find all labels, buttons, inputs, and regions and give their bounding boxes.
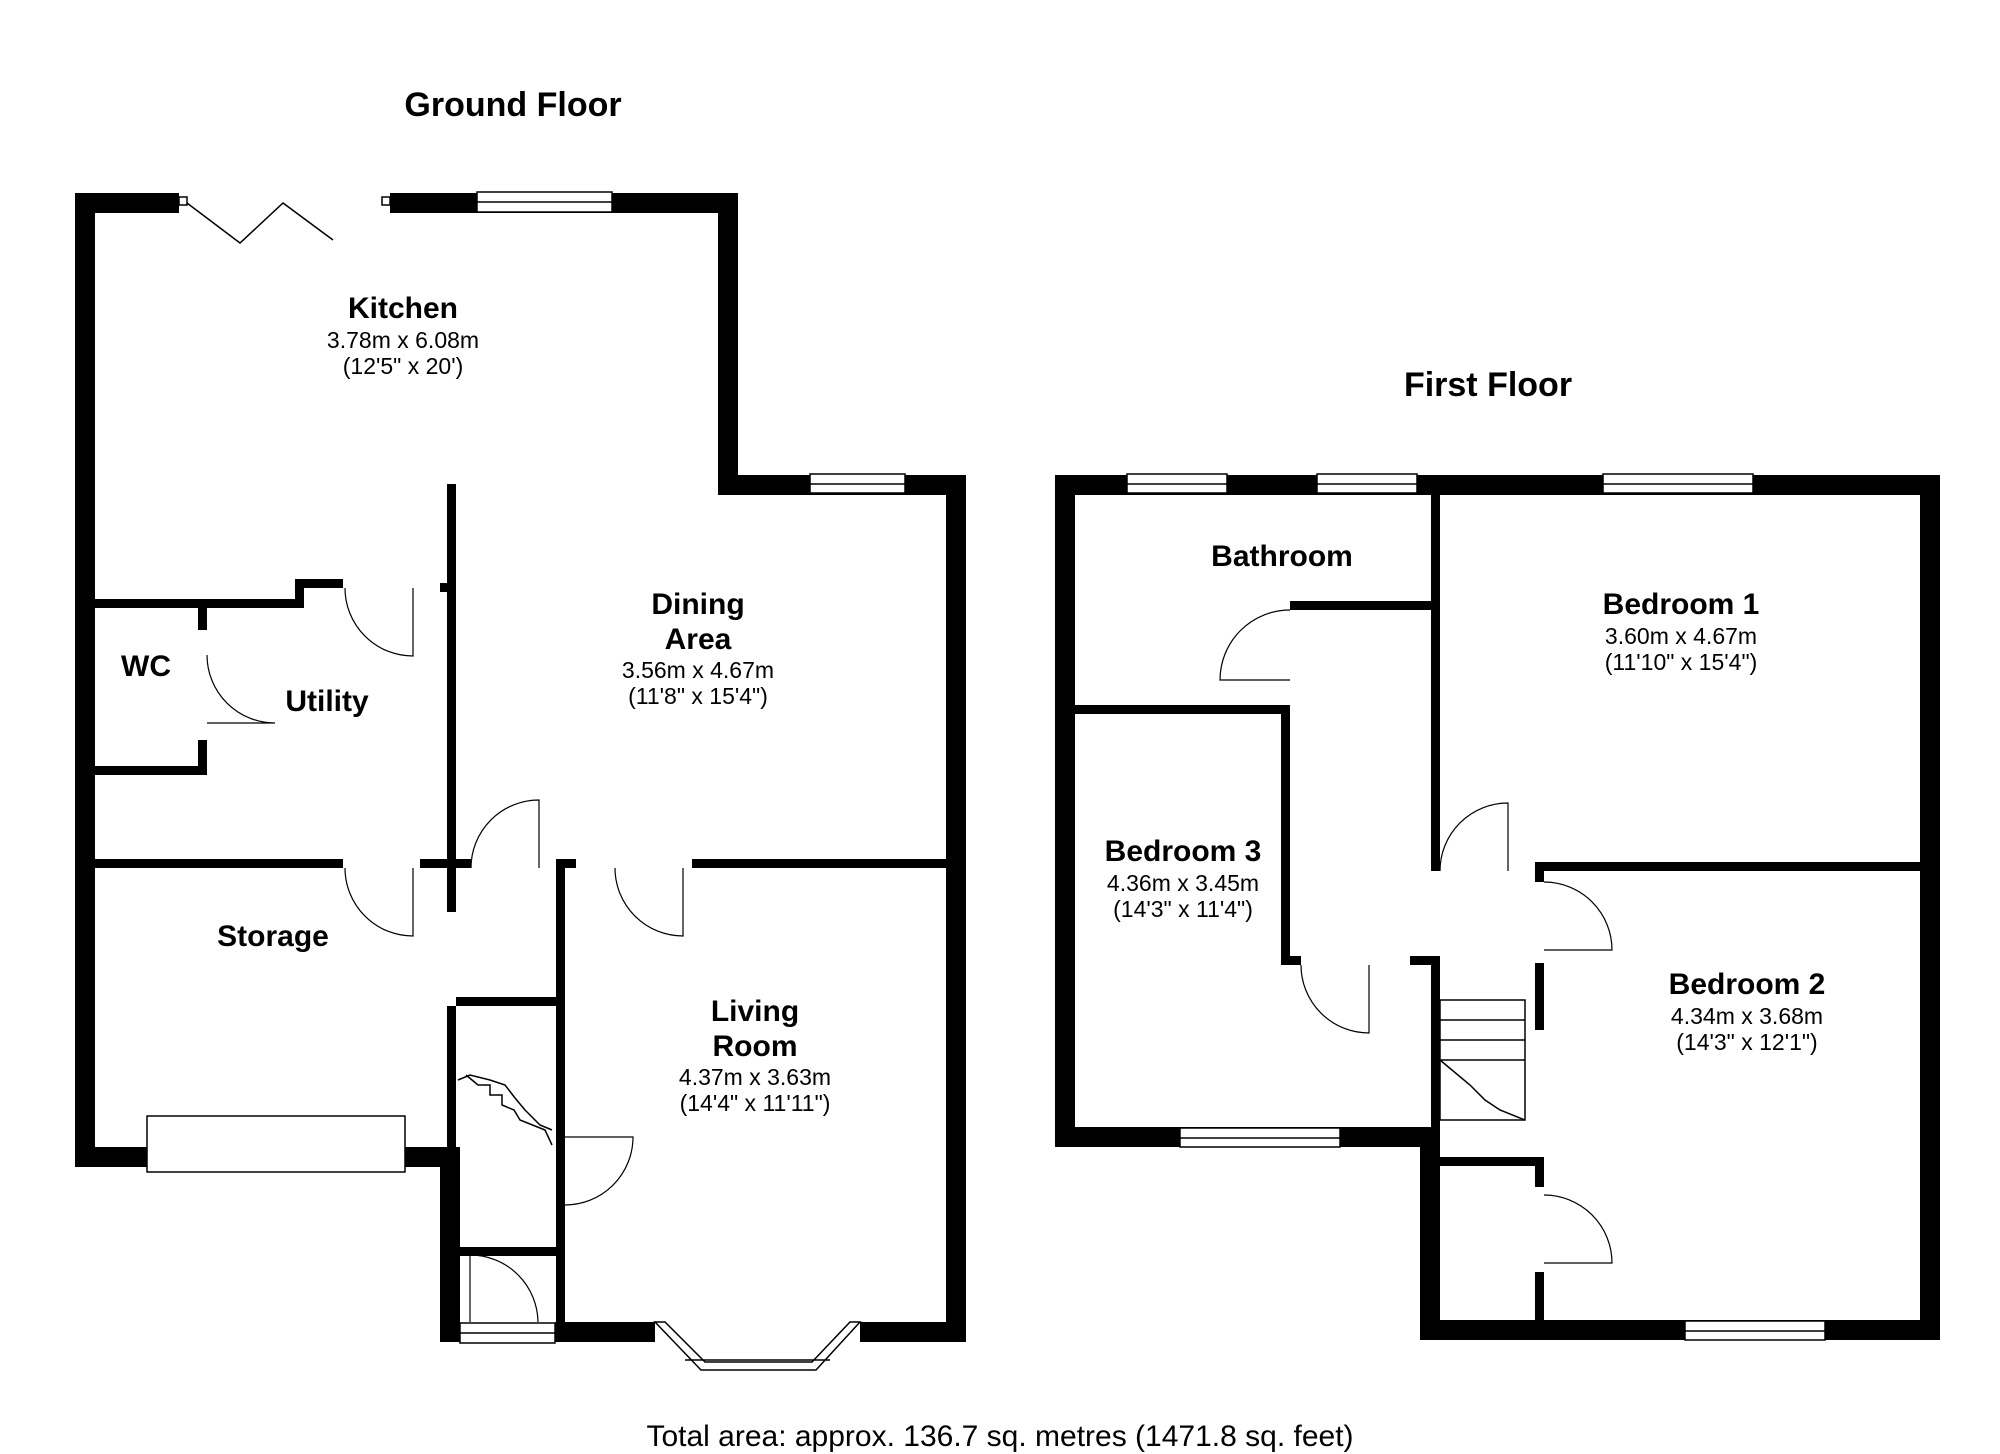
room-name: Bedroom 3	[1104, 835, 1262, 868]
room-living-room: Living Room 4.37m x 3.63m (14'4" x 11'11…	[679, 995, 831, 1117]
ground-floor-windows	[146, 191, 906, 1371]
room-bathroom: Bathroom	[1211, 540, 1353, 575]
ground-floor-title: Ground Floor	[404, 86, 622, 124]
room-dimensions-metric: 3.56m x 4.67m	[621, 657, 775, 683]
room-dimensions-imperial: (14'4" x 11'11")	[679, 1090, 831, 1117]
room-bedroom-1: Bedroom 1 3.60m x 4.67m (11'10" x 15'4")	[1603, 588, 1760, 675]
room-name: Bedroom 2	[1668, 968, 1826, 1001]
room-kitchen: Kitchen 3.78m x 6.08m (12'5" x 20')	[327, 292, 479, 379]
room-wc: WC	[121, 650, 171, 685]
room-dimensions-metric: 4.34m x 3.68m	[1670, 1002, 1824, 1029]
room-name: WC	[121, 650, 171, 683]
room-dimensions-imperial: (12'5" x 20')	[342, 352, 464, 379]
first-floor-doors	[1219, 609, 1613, 1264]
room-dimensions-imperial: (11'8" x 15'4")	[628, 683, 768, 710]
room-storage: Storage	[217, 920, 329, 955]
ground-floor-doors	[206, 587, 684, 1323]
room-name: Storage	[217, 920, 329, 953]
room-bedroom-3: Bedroom 3 4.36m x 3.45m (14'3" x 11'4")	[1105, 835, 1262, 922]
first-floor-walls	[1055, 475, 1940, 1340]
room-name: Bedroom 1	[1602, 588, 1760, 621]
room-dimensions-metric: 3.60m x 4.67m	[1604, 622, 1758, 649]
ground-floor-walls	[75, 193, 966, 1342]
room-dimensions-imperial: (11'10" x 15'4")	[1604, 648, 1758, 675]
room-dimensions-imperial: (14'3" x 11'4")	[1113, 895, 1253, 922]
room-dimensions-imperial: (14'3" x 12'1")	[1676, 1028, 1818, 1055]
room-dimensions-metric: 3.78m x 6.08m	[326, 326, 480, 353]
room-name: Dining Area	[651, 588, 745, 656]
room-name: Utility	[285, 685, 369, 718]
room-dimensions-metric: 4.36m x 3.45m	[1106, 869, 1260, 896]
room-dimensions-metric: 4.37m x 3.63m	[678, 1064, 832, 1090]
first-floor-windows	[1126, 473, 1826, 1341]
room-name: Kitchen	[347, 292, 459, 325]
total-area-caption: Total area: approx. 136.7 sq. metres (14…	[646, 1420, 1354, 1453]
room-bedroom-2: Bedroom 2 4.34m x 3.68m (14'3" x 12'1")	[1669, 968, 1826, 1055]
first-floor-title: First Floor	[1403, 366, 1573, 404]
room-dining-area: Dining Area 3.56m x 4.67m (11'8" x 15'4"…	[622, 588, 774, 710]
room-name: Living Room	[710, 995, 800, 1063]
room-name: Bathroom	[1211, 540, 1353, 573]
room-utility: Utility	[285, 685, 368, 720]
